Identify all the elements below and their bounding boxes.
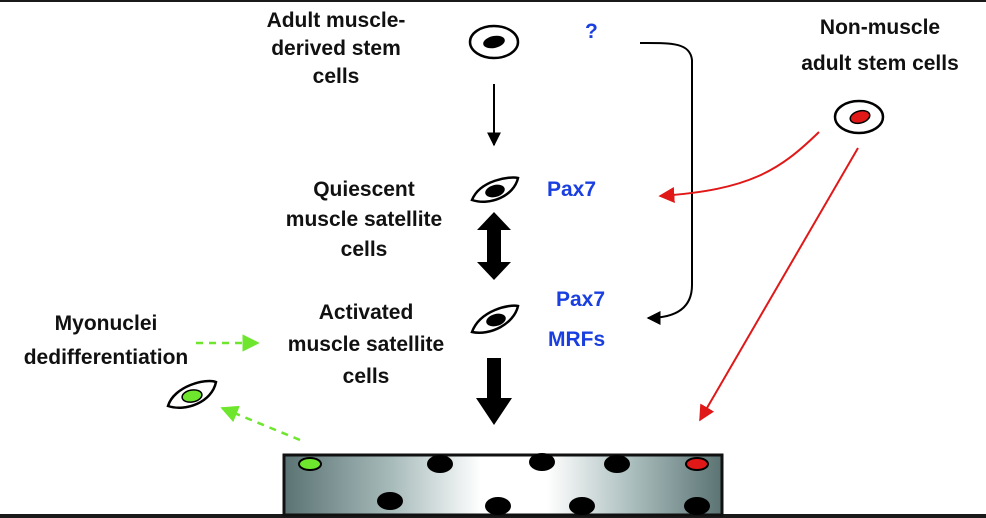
activated-cell-icon [470,304,520,335]
fiber-nucleus [604,455,630,473]
dedifferentiated-cell-icon [166,379,218,409]
thick-arrow-to-fiber [476,358,512,425]
bracket-arrow-to-activated [639,41,693,325]
myonuclei-line-1: Myonuclei [55,312,158,335]
fiber-nucleus-green [298,457,322,471]
green-dashed-arrow-to-cell [220,405,301,442]
adult-msc-line-3: cells [313,65,360,88]
quiescent-label: Quiescent muscle satellite cells [286,178,442,261]
myonuclei-line-2: dedifferentiation [24,346,189,369]
activated-label: Activated muscle satellite cells [288,301,444,388]
adult-msc-line-2: derived stem [271,37,401,60]
non-muscle-label: Non-muscle adult stem cells [801,16,959,75]
red-arrow-to-quiescent [658,131,820,204]
red-arrow-to-fiber [699,147,859,422]
adult-msc-line-1: Adult muscle- [267,9,406,32]
activated-line-3: cells [343,365,390,388]
muscle-fiber [282,453,724,517]
fiber-nucleus [529,453,555,471]
quiescent-line-3: cells [341,238,388,261]
non-muscle-line-1: Non-muscle [820,16,940,39]
quiescent-line-2: muscle satellite [286,208,442,231]
adult-msc-label: Adult muscle- derived stem cells [267,9,406,88]
adult-msc-cell-icon [468,24,520,60]
mrfs-marker-activated: MRFs [548,328,605,351]
fiber-nucleus [427,455,453,473]
quiescent-line-1: Quiescent [313,178,415,201]
myonuclei-label: Myonuclei dedifferentiation [24,312,189,369]
bidirectional-arrow [477,212,511,280]
fiber-nucleus [485,497,511,515]
activated-line-2: muscle satellite [288,333,444,356]
non-muscle-line-2: adult stem cells [801,52,959,75]
pax7-marker-quiescent: Pax7 [547,178,596,201]
quiescent-cell-icon [470,176,520,203]
fiber-nucleus [377,492,403,510]
non-muscle-cell-icon [833,99,885,135]
fiber-nucleus [569,497,595,515]
activated-line-1: Activated [319,301,414,324]
fiber-nucleus [684,497,710,515]
unknown-marker-label: ? [585,20,598,43]
top-border [0,0,986,2]
fiber-nucleus-red [685,457,709,471]
pax7-marker-activated: Pax7 [556,288,605,311]
